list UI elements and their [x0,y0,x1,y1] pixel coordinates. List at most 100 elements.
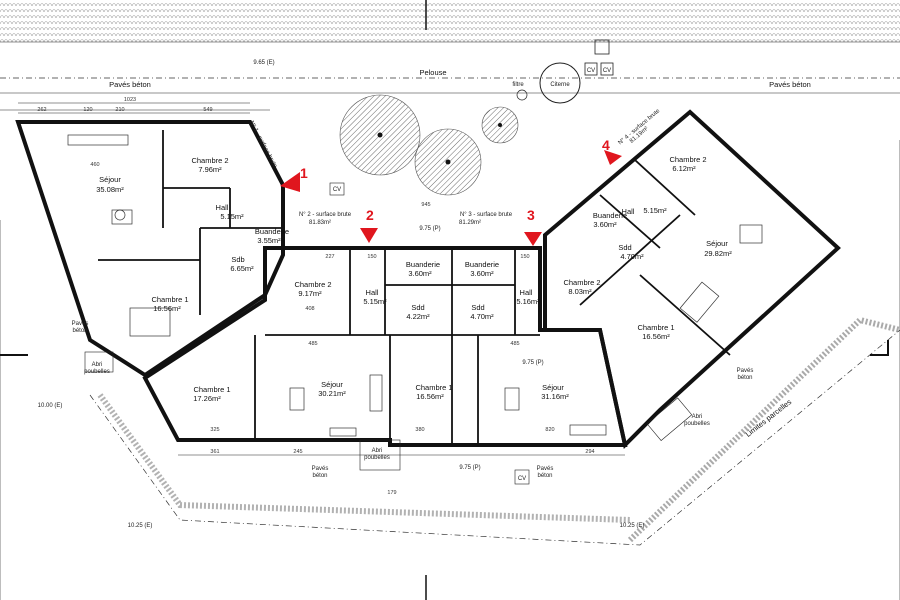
u3-room-area-1: 4.70m² [470,312,494,321]
label-line: Pavés [312,466,329,472]
u1-room-area-0: 35.08m² [96,185,124,194]
dim-bottom-f: 325 [210,427,219,433]
dim-bottom-e: 820 [545,427,554,433]
u2-room-area-2: 5.15m² [363,297,387,306]
label-line: béton [737,375,752,381]
u2-surface: 81.83m² [309,220,331,226]
rooms-unit-2: Chambre 2 9.17m² Buanderie 3.60m² Hall 5… [193,260,440,403]
elev-left: 10.00 (E) [38,403,63,409]
u2-room-name-5: Séjour [321,380,343,389]
dim-top-total: 1023 [124,97,136,103]
label-line: Pavés [737,368,754,374]
units-2-3 [142,246,628,447]
elev-bottom-right: 10.25 (E) [620,523,645,529]
marker-3: 3 [527,207,535,223]
rooms-unit-1: Séjour 35.08m² Chambre 2 7.96m² Hall 5.1… [96,156,289,313]
dim-bottom-c: 380 [415,427,424,433]
marker-1-arrow [280,172,300,192]
marker-3-arrow [524,232,542,246]
elev-bottom-left: 10.25 (E) [128,523,153,529]
u4-room-area-5: 16.56m² [642,332,670,341]
u1-room-name-2: Hall [216,203,229,212]
label-cv-1: CV [587,68,595,74]
u1-room-area-5: 16.56m² [153,304,181,313]
u2-room-area-4: 17.26m² [193,394,221,403]
marker-4: 4 [602,137,610,153]
label-boundary: Limites parcelles [744,397,794,439]
elev-center-unit3: 9.75 (P) [522,360,543,366]
u3-room-area-3: 8.03m² [568,287,592,296]
u3-room-name-3: Chambre 2 [563,278,600,287]
rooms-unit-3: Buanderie 3.60m² Sdd 4.70m² Hall 5.16m² … [415,260,600,401]
marker-1: 1 [300,165,308,181]
marker-2-arrow [360,228,378,243]
u3-room-name-2: Hall [520,288,533,297]
u1-room-area-3: 3.55m² [257,236,281,245]
u3-room-area-5: 31.16m² [541,392,569,401]
elevations: 9.65 (E) 10.00 (E) 10.25 (E) 9.75 (P) 9.… [38,60,645,529]
u4-room-area-0: 6.12m² [672,164,696,173]
unit-1 [15,120,285,378]
u3-room-area-0: 3.60m² [470,269,494,278]
label-line: Pavés [537,466,554,472]
label-cv-2: CV [603,68,611,74]
u2-room-name-0: Chambre 2 [294,280,331,289]
entrance-markers: 1 2 3 4 [280,137,622,246]
label-pavement-top-left: Pavés béton [109,80,151,89]
label-filter: filtre [512,82,524,88]
u3-room-name-4: Chambre 1 [415,383,452,392]
dim-top-b: 120 [83,107,92,113]
dim-u2-hall: 150 [367,254,376,260]
dim-sejour-u1: 460 [90,162,99,168]
rooms-unit-4: Chambre 2 6.12m² Buanderie 3.60m² Hall 5… [593,155,732,341]
u4-room-area-2: 5.15m² [643,206,667,215]
elev-top: 9.65 (E) [253,60,274,66]
u2-room-name-2: Hall [366,288,379,297]
u3-room-area-4: 16.56m² [416,392,444,401]
label-line: Abri [372,448,383,454]
label-line: Abri [92,362,103,368]
elev-center-unit2: 9.75 (P) [419,226,440,232]
u2-room-area-1: 3.60m² [408,269,432,278]
marker-4-arrow [604,150,622,165]
dim-u2-bottom: 485 [308,341,317,347]
u2-room-area-3: 4.22m² [406,312,430,321]
u3-room-name-0: Buanderie [465,260,499,269]
u2-room-name-4: Chambre 1 [193,385,230,394]
u4-room-name-4: Séjour [706,239,728,248]
label-line: Abri [692,414,703,420]
label-cv-3: CV [333,187,341,193]
dim-bottom-g: 179 [387,490,396,496]
label-line: béton [72,328,87,334]
dim-bottom-a: 361 [210,449,219,455]
u2-room-name-3: Sdd [411,303,424,312]
dimensions: 1023 262 120 210 549 227 150 408 485 150… [18,97,625,496]
u4-room-name-5: Chambre 1 [637,323,674,332]
u4-room-area-4: 29.82m² [704,249,732,258]
dim-top-c: 210 [115,107,124,113]
u1-room-name-0: Séjour [99,175,121,184]
u3-room-name-1: Sdd [471,303,484,312]
marker-2: 2 [366,207,374,223]
dim-bottom-b: 245 [293,449,302,455]
label-line: béton [312,473,327,479]
dim-u3-top: 150 [520,254,529,260]
label-line: Pavés [72,321,89,327]
dim-u2-c2: 408 [305,306,314,312]
label-cistern: Citerne [550,82,570,88]
label-pavement-top-right: Pavés béton [769,80,811,89]
label-line: poubelles [84,369,110,375]
u4-room-area-3: 4.70m² [620,252,644,261]
label-line: poubelles [684,421,710,427]
elev-bottom-center: 9.75 (P) [459,465,480,471]
dim-u3-bottom: 485 [510,341,519,347]
label-cv-4: CV [518,476,526,482]
u1-room-area-2: 5.15m² [220,212,244,221]
u4-room-name-1: Buanderie [593,211,627,220]
